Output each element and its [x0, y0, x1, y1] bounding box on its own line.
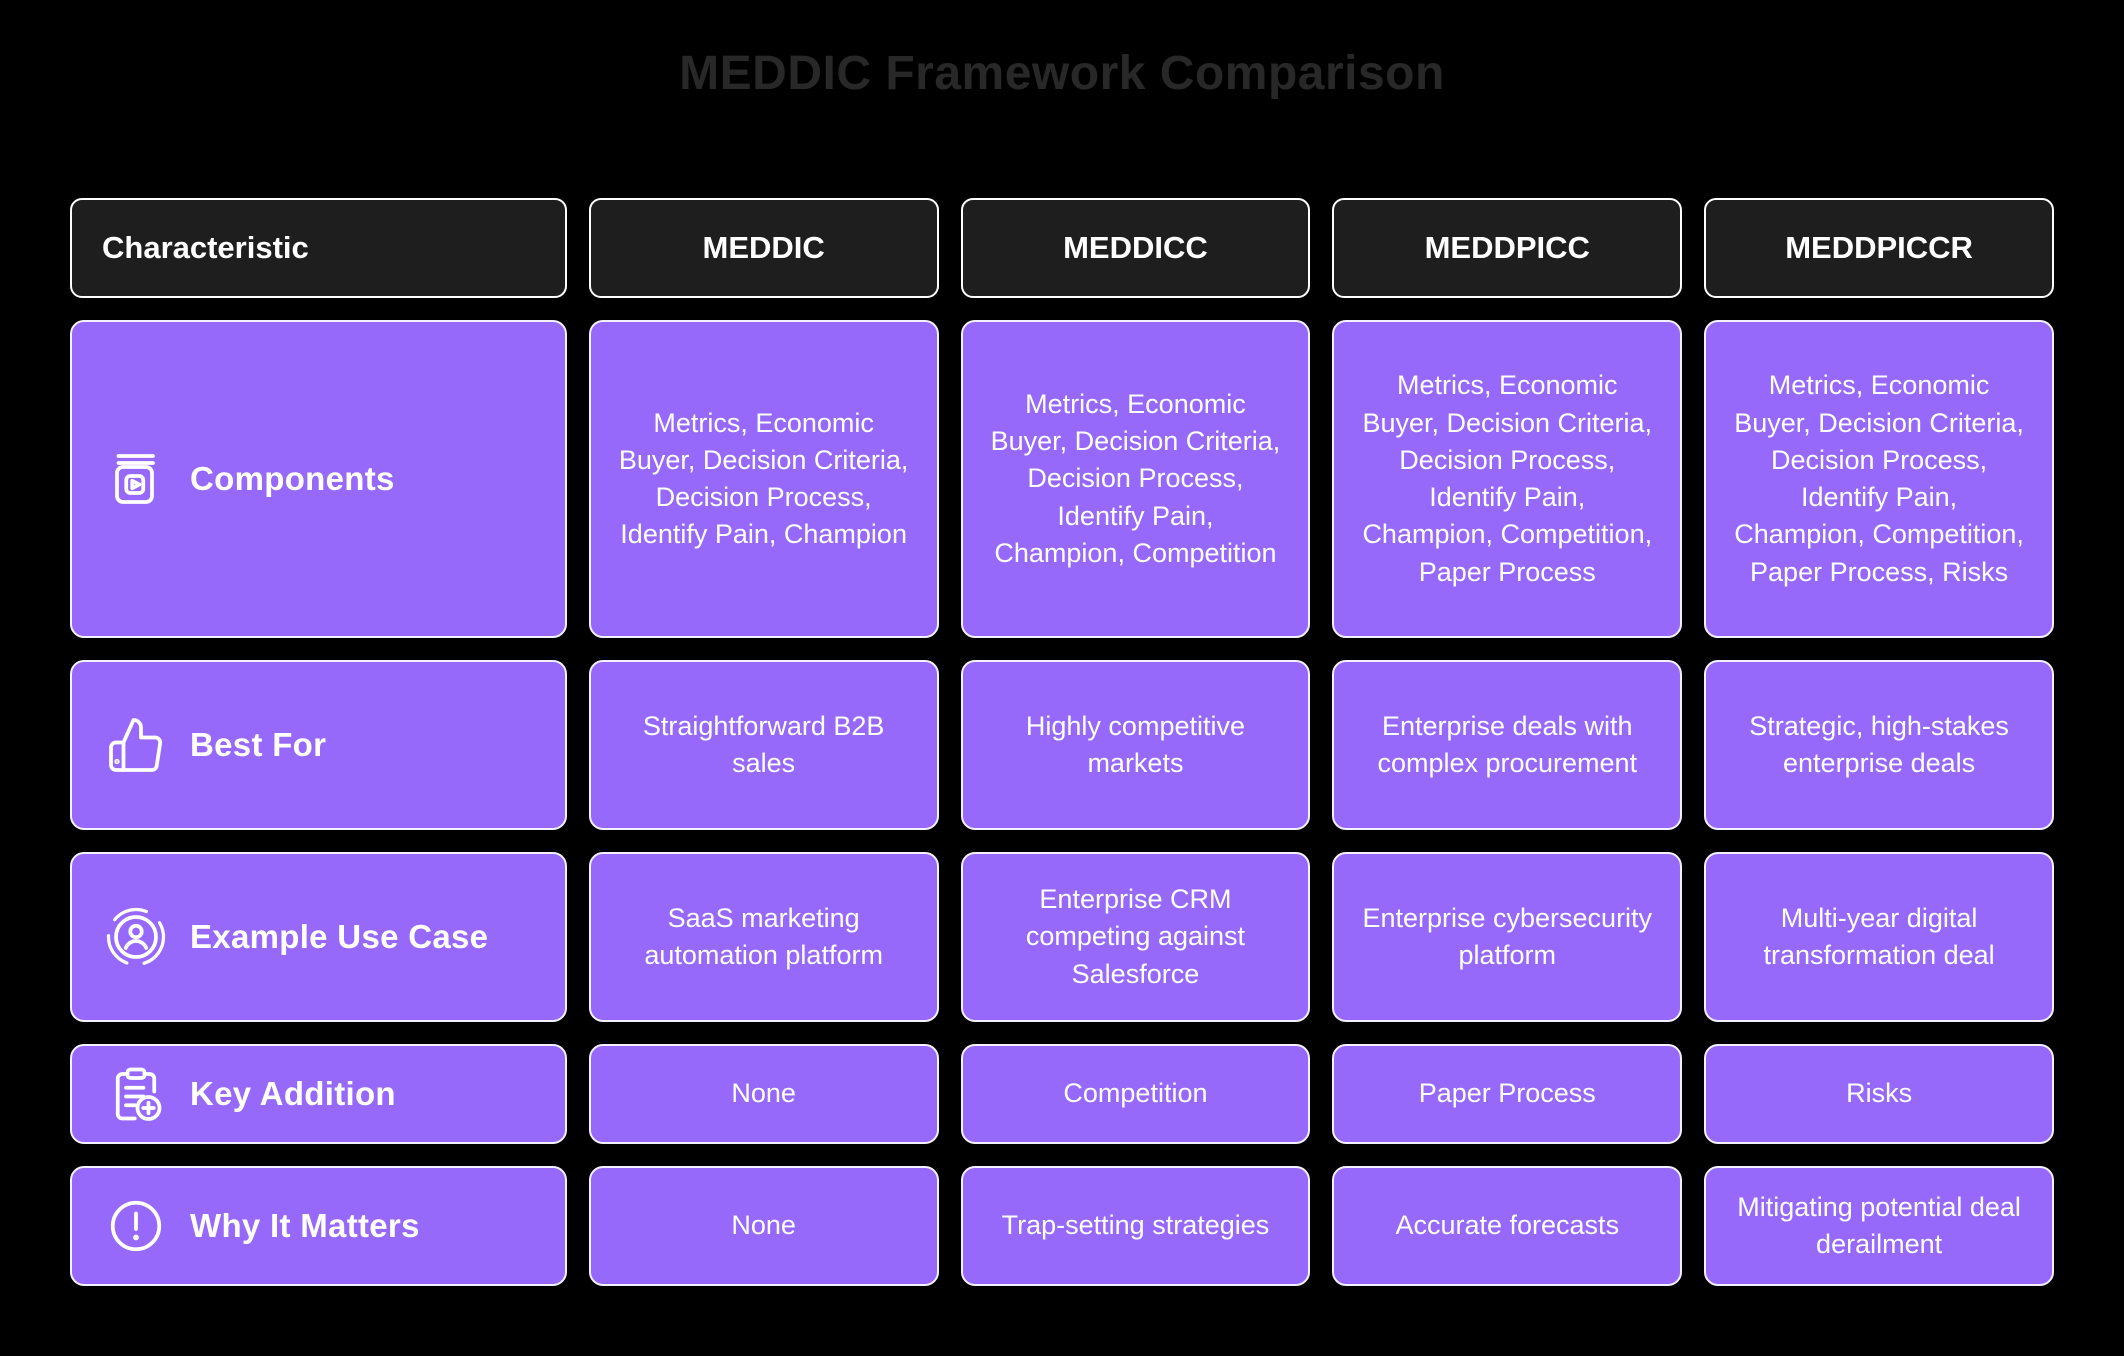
row-label-why-it-matters: Why It Matters [70, 1166, 567, 1286]
cell-example-use-case-meddic: SaaS marketing automation platform [588, 852, 939, 1022]
cell-best-for-meddpicc: Enterprise deals with complex procuremen… [1332, 660, 1683, 830]
cell-components-meddicc: Metrics, Economic Buyer, Decision Criter… [960, 320, 1311, 638]
cell-components-meddpicc: Metrics, Economic Buyer, Decision Criter… [1332, 320, 1683, 638]
row-label-components: Components [70, 320, 567, 638]
cell-best-for-meddicc: Highly competitive markets [960, 660, 1311, 830]
cell-why-it-matters-meddicc: Trap-setting strategies [960, 1166, 1311, 1286]
cell-key-addition-meddic: None [588, 1044, 939, 1144]
column-header-meddicc: MEDDICC [960, 198, 1311, 298]
cell-best-for-meddpiccr: Strategic, high-stakes enterprise deals [1704, 660, 2054, 830]
cell-components-meddic: Metrics, Economic Buyer, Decision Criter… [588, 320, 939, 638]
column-header-meddpiccr: MEDDPICCR [1704, 198, 2054, 298]
cell-why-it-matters-meddpicc: Accurate forecasts [1332, 1166, 1683, 1286]
row-label-best-for: Best For [70, 660, 567, 830]
column-header-meddpicc: MEDDPICC [1332, 198, 1683, 298]
cell-key-addition-meddpiccr: Risks [1704, 1044, 2054, 1144]
comparison-table: Characteristic MEDDIC MEDDICC MEDDPICC M… [70, 198, 2054, 1286]
cell-example-use-case-meddpicc: Enterprise cybersecurity platform [1332, 852, 1683, 1022]
cell-example-use-case-meddicc: Enterprise CRM competing against Salesfo… [960, 852, 1311, 1022]
cell-example-use-case-meddpiccr: Multi-year digital transformation deal [1704, 852, 2054, 1022]
column-header-characteristic: Characteristic [70, 198, 567, 298]
user-circle-icon [106, 907, 166, 967]
row-label-key-addition: Key Addition [70, 1044, 567, 1144]
cell-best-for-meddic: Straightforward B2B sales [588, 660, 939, 830]
video-book-icon [106, 449, 166, 509]
row-label-example-use-case: Example Use Case [70, 852, 567, 1022]
column-header-meddic: MEDDIC [588, 198, 939, 298]
cell-key-addition-meddicc: Competition [960, 1044, 1311, 1144]
page-title: MEDDIC Framework Comparison [679, 47, 1445, 100]
cell-why-it-matters-meddpiccr: Mitigating potential deal derailment [1704, 1166, 2054, 1286]
alert-circle-icon [106, 1196, 166, 1256]
thumbs-up-icon [106, 715, 166, 775]
cell-why-it-matters-meddic: None [588, 1166, 939, 1286]
cell-components-meddpiccr: Metrics, Economic Buyer, Decision Criter… [1704, 320, 2054, 638]
clipboard-plus-icon [106, 1064, 166, 1124]
cell-key-addition-meddpicc: Paper Process [1332, 1044, 1683, 1144]
